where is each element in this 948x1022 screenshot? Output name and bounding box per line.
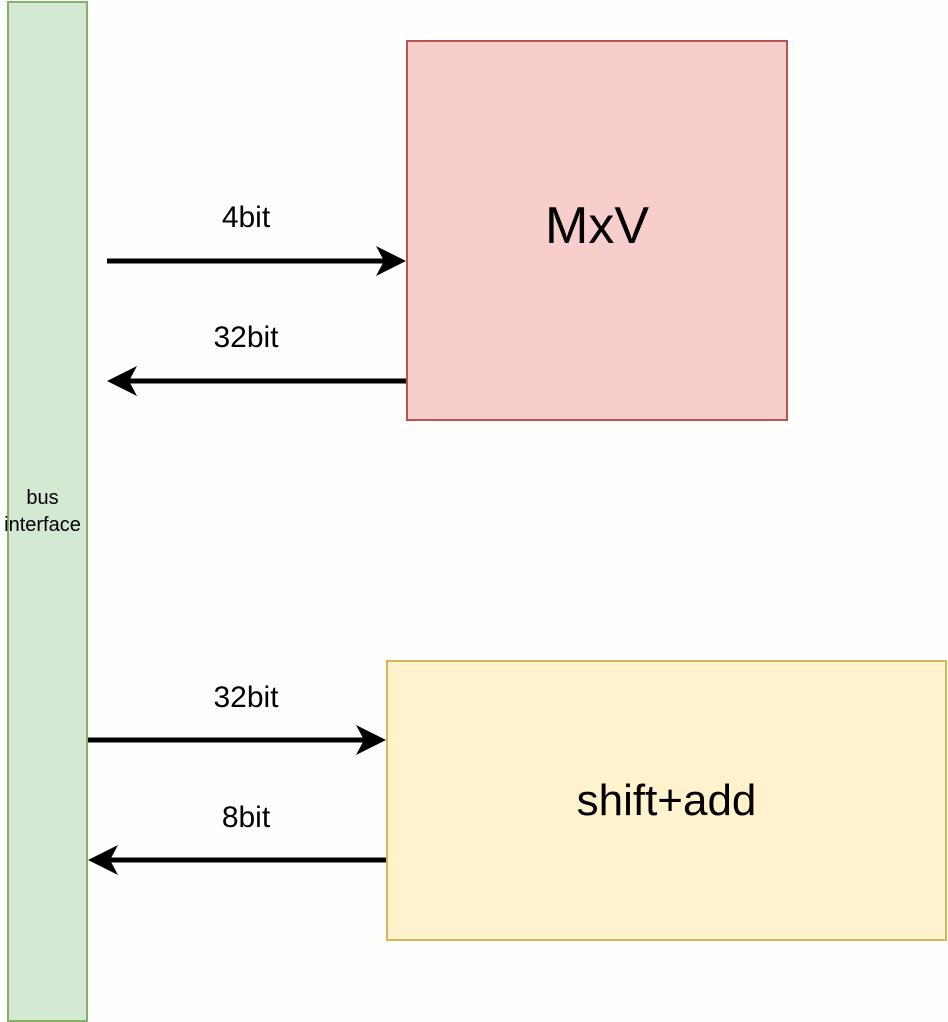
edge-bus-to-mxv[interactable]: [107, 246, 406, 276]
mxv-label: MxV: [545, 197, 649, 255]
edge-mxv-to-bus[interactable]: [107, 366, 406, 396]
edge-label-8bit: 8bit: [221, 801, 271, 834]
edge-shift-add-to-bus[interactable]: [88, 845, 386, 875]
edge-label-32bit-in: 32bit: [213, 681, 279, 714]
edge-label-32bit-out: 32bit: [213, 321, 279, 354]
shift-add-label: shift+add: [576, 775, 757, 825]
arrowhead-right-icon: [356, 725, 386, 755]
bus-label-line2: interface: [4, 513, 81, 536]
arrowhead-right-icon: [376, 246, 406, 276]
bus-interface-block[interactable]: bus interface: [4, 1, 88, 1022]
arrowhead-left-icon: [88, 845, 118, 875]
edge-bus-to-shift-add[interactable]: [88, 725, 386, 755]
shift-add-block[interactable]: shift+add: [386, 660, 947, 941]
edge-label-4bit: 4bit: [221, 201, 271, 234]
bus-label-line1: bus: [26, 486, 59, 509]
arrowhead-left-icon: [107, 366, 137, 396]
mxv-block[interactable]: MxV: [406, 40, 788, 421]
